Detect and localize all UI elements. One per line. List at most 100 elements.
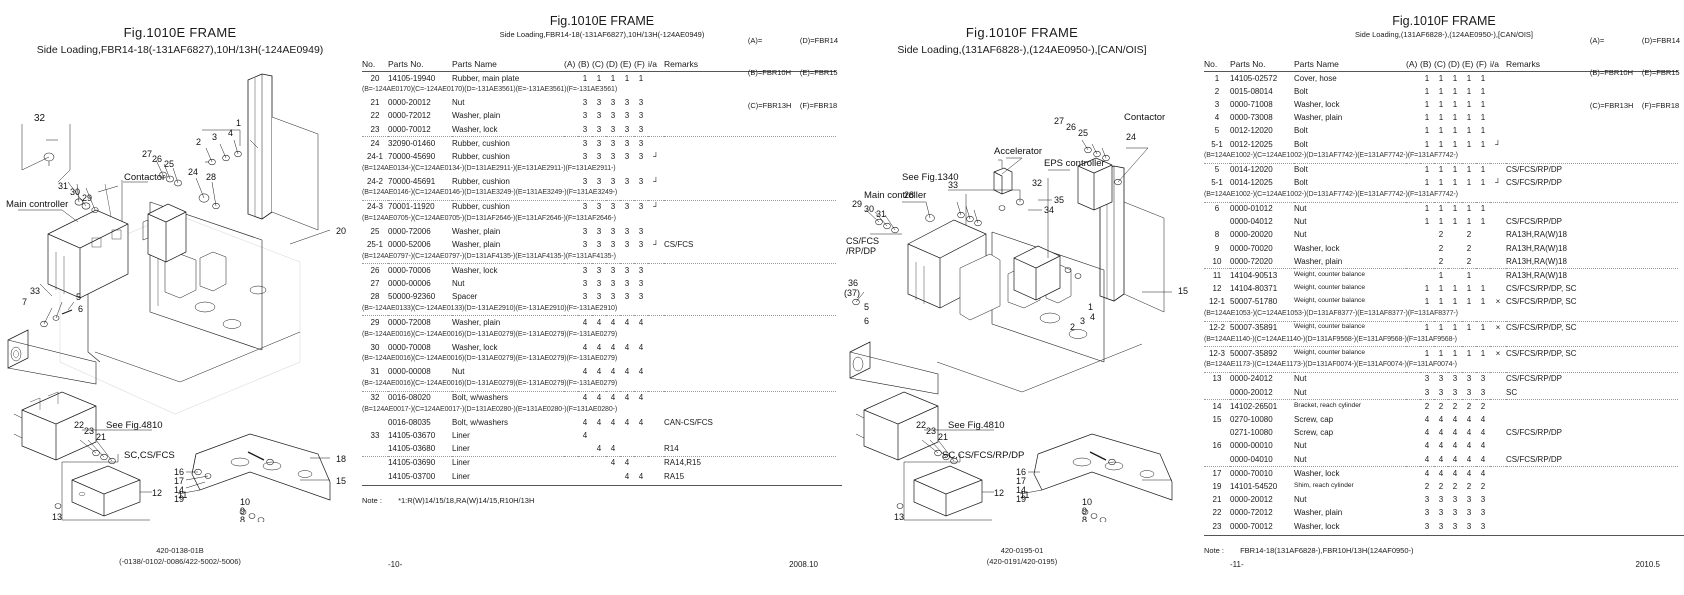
cell-item-no: 19 [1212, 481, 1222, 491]
cell-qty-c: 4 [596, 417, 602, 427]
cell-remarks [664, 200, 836, 214]
cell-remarks [664, 175, 836, 188]
cell-qty-d: 3 [606, 123, 620, 138]
cell-remarks: CS/FCS/RP/DP [1506, 428, 1563, 438]
serial-range-text: (B=124AE0134-)(C=124AE0134-)(D=131AE2911… [362, 164, 616, 172]
counterweight-plate-right [1033, 433, 1173, 501]
cell-qty-e: 3 [624, 152, 630, 162]
table-subrow: (B=124AE0134-)(C=124AE0134-)(D=131AE2911… [362, 164, 836, 176]
cell-qty-b: 1 [1424, 178, 1430, 188]
cell-parts-name: Bolt [1294, 139, 1308, 149]
cell-parts-name: Rubber, main plate [452, 73, 520, 83]
cell-qty-a [1406, 400, 1420, 414]
cell-remarks: CS/FCS/RP/DP [1506, 217, 1563, 227]
svg-text:19: 19 [174, 494, 184, 504]
cell-item-no: 24-3 [366, 202, 383, 212]
cell-qty-f: 1 [1480, 204, 1486, 214]
cell-qty-f: 1 [1480, 73, 1486, 83]
cell-item-no: 23 [362, 123, 388, 138]
table-subrow: (B=-124AE0016)(C=-124AE0016)(D=-131AE027… [362, 379, 836, 392]
svg-text:34: 34 [1044, 205, 1054, 215]
cell-remarks: CS/FCS/RP/DP [1506, 165, 1563, 175]
cell-qty-d: 3 [1448, 386, 1462, 401]
svg-text:28: 28 [904, 190, 914, 200]
frame-body-right [936, 194, 1143, 393]
serial-range-text: (B=124AE1002-)(C=124AE1002-)(D=131AF7742… [1204, 190, 1678, 203]
cell-parts-name: Screw, cap [1294, 428, 1334, 438]
cell-qty-a [1406, 321, 1420, 335]
svg-text:16: 16 [174, 467, 184, 477]
cell-qty-e: 4 [624, 342, 630, 352]
cell-qty-f: 3 [638, 279, 644, 289]
cell-qty-f: 3 [638, 227, 644, 237]
cell-qty-b: 1 [1424, 323, 1430, 333]
cell-qty-e: 1 [1466, 271, 1472, 281]
svg-text:35: 35 [1054, 195, 1064, 205]
cell-parts-name: Spacer [452, 292, 478, 302]
cell-ia [1490, 494, 1506, 507]
cell-qty-b [1420, 269, 1434, 283]
cell-qty-d: 1 [1452, 323, 1458, 333]
cell-parts-no: 14105-19940 [388, 73, 436, 83]
cell-qty-a [564, 456, 578, 470]
cell-ia [1490, 507, 1506, 520]
label-sc-cs-fcs: SC,CS/FCS [124, 450, 175, 461]
cell-qty-f [634, 429, 648, 442]
cell-parts-no: 0014-12020 [1230, 165, 1273, 175]
cell-qty-d: 1 [1452, 297, 1458, 307]
label-see-fig-1340: See Fig.1340 [902, 172, 959, 183]
